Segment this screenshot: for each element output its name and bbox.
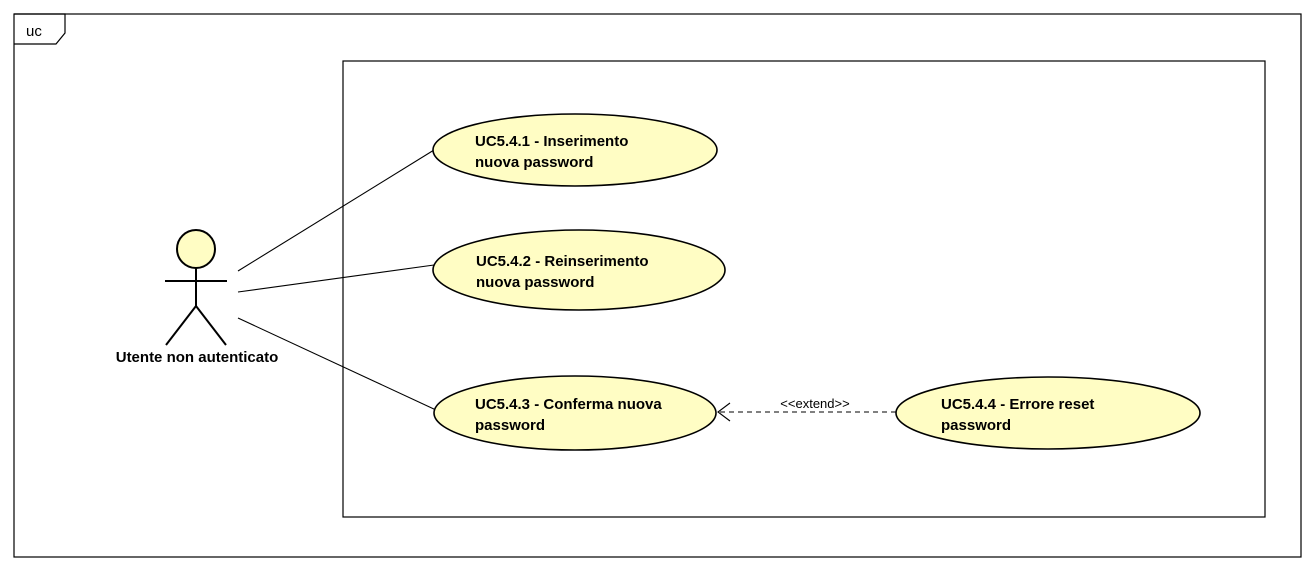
use-case-ellipse: [895, 376, 1201, 450]
use-case-uc542[interactable]: UC5.4.2 - Reinserimento nuova password: [432, 229, 726, 311]
actor-left-leg: [165, 305, 197, 346]
association-uc543: [237, 317, 437, 411]
actor-name: Utente non autenticato: [116, 349, 279, 366]
actor-head: [176, 229, 216, 269]
use-case-uc544[interactable]: UC5.4.4 - Errore reset password: [895, 376, 1201, 450]
use-case-label-line1: UC5.4.3 - Conferma nuova: [475, 396, 662, 413]
use-case-label-line2: nuova password: [476, 274, 594, 291]
use-case-ellipse: [432, 229, 726, 311]
system-boundary: [342, 60, 1266, 518]
outer-frame: [13, 13, 1302, 558]
actor-figure[interactable]: [165, 229, 227, 346]
extend-arrowhead: [717, 402, 731, 422]
use-case-ellipse: [432, 113, 718, 187]
frame-tab: [14, 13, 66, 45]
use-case-label-line1: UC5.4.2 - Reinserimento: [476, 253, 649, 270]
frame-label: uc: [26, 23, 42, 40]
extend-label: <<extend>>: [780, 396, 849, 411]
use-case-label-line2: password: [475, 417, 545, 434]
use-case-label-line1: UC5.4.4 - Errore reset: [941, 396, 1094, 413]
association-uc542: [237, 264, 435, 293]
use-case-ellipse: [433, 375, 717, 451]
use-case-label-line2: password: [941, 417, 1011, 434]
use-case-label-line1: UC5.4.1 - Inserimento: [475, 133, 628, 150]
use-case-label-line2: nuova password: [475, 154, 593, 171]
actor-right-leg: [195, 305, 227, 346]
use-case-uc541[interactable]: UC5.4.1 - Inserimento nuova password: [432, 113, 718, 187]
association-uc541: [237, 149, 435, 272]
use-case-uc543[interactable]: UC5.4.3 - Conferma nuova password: [433, 375, 717, 451]
